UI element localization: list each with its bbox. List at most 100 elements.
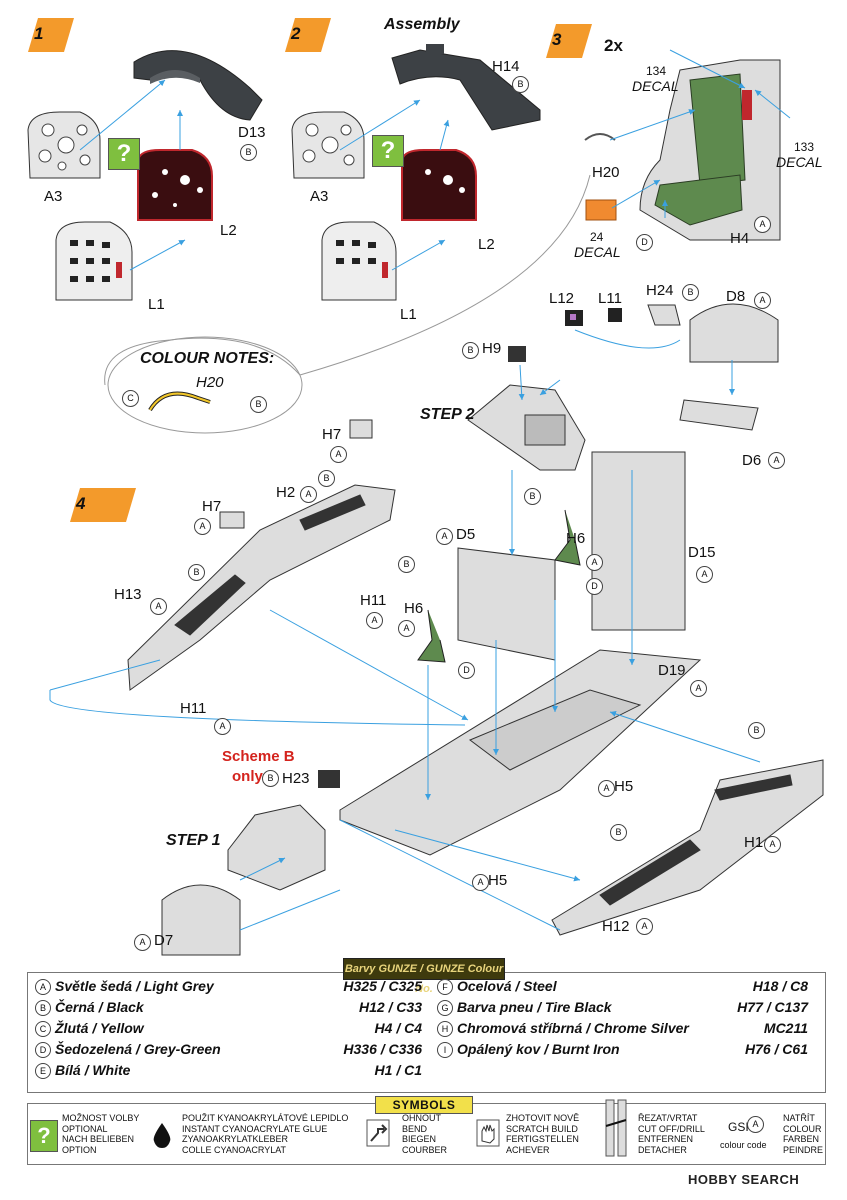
colour-key-badge: A — [768, 452, 785, 469]
label-h20: H20 — [592, 164, 620, 181]
part-l11 — [608, 308, 622, 322]
assembly-diagram — [27, 44, 824, 956]
part-h23 — [318, 770, 340, 788]
part-h24 — [647, 304, 681, 326]
label-d6: D6 — [742, 452, 762, 469]
colour-name: Černá / Black — [55, 999, 144, 1015]
colour-key-badge: B — [318, 470, 335, 487]
colour-key-b: B — [35, 1000, 51, 1017]
colour-key-badge: A — [134, 934, 151, 951]
label-l2: L2 — [478, 236, 495, 253]
decal-24-label: DECAL — [574, 244, 621, 260]
symbol-glue-text: POUŽIT KYANOAKRYLÁTOVÉ LEPIDLO INSTANT C… — [182, 1113, 349, 1155]
gsi-label: GSI — [728, 1120, 749, 1134]
step2-subassembly — [467, 384, 586, 471]
part-a3-panel-step2 — [291, 111, 365, 179]
label-l1: L1 — [400, 306, 417, 323]
step-4-tag: 4 — [70, 488, 136, 522]
assembly-title: Assembly — [384, 16, 460, 33]
colour-name: Chromová stříbrná / Chrome Silver — [457, 1020, 689, 1036]
scheme-b-line2: only — [232, 768, 263, 785]
colour-key-badge: B — [748, 722, 765, 739]
step-1-number: 1 — [34, 24, 44, 43]
part-d13-coaming-step1 — [133, 50, 263, 121]
colour-key-badge: B — [240, 144, 257, 161]
colour-key-a: A — [35, 979, 51, 996]
colour-key-badge: B — [262, 770, 279, 787]
label-h5: H5 — [614, 778, 634, 795]
part-h20-handle — [584, 133, 616, 141]
colour-key-badge: A — [436, 528, 453, 545]
colour-key-f: F — [437, 979, 453, 996]
colour-key-badge: A — [194, 518, 211, 535]
colour-key-badge: B — [512, 76, 529, 93]
part-l2-red-panel-step2 — [401, 149, 477, 221]
colour-key-badge: A — [754, 216, 771, 233]
label-d19: D19 — [658, 662, 686, 679]
colour-notes-part: H20 — [196, 374, 224, 391]
colour-key-c: C — [35, 1021, 51, 1038]
step-2-label: STEP 2 — [420, 406, 475, 423]
h20-yellow-handle — [148, 391, 211, 412]
symbol-paint-text: NATŘÍT COLOUR FARBEN PEINDRE — [783, 1113, 824, 1155]
colour-key-badge: B — [188, 564, 205, 581]
scheme-b-line1: Scheme B — [222, 748, 295, 765]
colour-key-badge: A — [636, 918, 653, 935]
symbol-scratch-text: ZHOTOVIT NOVĚ SCRATCH BUILD FERTIGSTELLE… — [506, 1113, 580, 1155]
colour-key-badge: B — [610, 824, 627, 841]
colour-key-badge: A — [150, 598, 167, 615]
colour-key-badge: A — [754, 292, 771, 309]
decal-134-number: 134 — [646, 64, 667, 78]
part-h13-left-console — [127, 484, 396, 691]
colour-key-badge: D — [458, 662, 475, 679]
label-h2: H2 — [276, 484, 296, 501]
colour-code: H18 / C8 — [752, 978, 808, 994]
colour-name: Světle šedá / Light Grey — [55, 978, 214, 994]
colour-name: Opálený kov / Burnt Iron — [457, 1041, 620, 1057]
symbol-bend-text: OHNOUT BEND BIEGEN COURBER — [402, 1113, 448, 1155]
colour-key-badge: A — [598, 780, 615, 797]
part-d15-armor — [591, 451, 686, 631]
colour-key-badge: C — [122, 390, 139, 407]
optional-question-icon: ? — [30, 1120, 58, 1152]
label-h6: H6 — [404, 600, 424, 617]
part-step1-box — [227, 804, 326, 891]
step-3-tag: 3 — [546, 24, 592, 58]
label-h13: H13 — [114, 586, 142, 603]
colour-name: Ocelová / Steel — [457, 978, 557, 994]
colour-notes-bubble — [107, 336, 303, 434]
colour-key-badge: A — [586, 554, 603, 571]
colour-code: H12 / C33 — [358, 999, 422, 1015]
colour-key-d: D — [35, 1042, 51, 1059]
step-1-label: STEP 1 — [166, 832, 221, 849]
label-h12: H12 — [602, 918, 630, 935]
step-4-number: 4 — [76, 494, 86, 513]
label-a3: A3 — [44, 188, 63, 205]
part-h6-stick-left — [417, 609, 446, 663]
colour-table-title: Barvy GUNZE / GUNZE Colour No. — [343, 958, 505, 995]
part-h7-left — [219, 511, 245, 529]
label-l1: L1 — [148, 296, 165, 313]
label-l12: L12 — [549, 290, 575, 307]
label-l11: L11 — [598, 290, 622, 307]
colour-code: MC211 — [763, 1020, 808, 1036]
label-d7: D7 — [154, 932, 174, 949]
symbol-cut-text: ŘEZAT/VRTAT CUT OFF/DRILL ENTFERNEN DETA… — [638, 1113, 705, 1155]
part-l1-panel-step1 — [55, 221, 133, 301]
scratch-build-hand-icon — [476, 1119, 500, 1147]
label-a3: A3 — [310, 188, 329, 205]
colour-key-e: E — [35, 1063, 51, 1080]
label-h11: H11 — [360, 592, 387, 609]
part-h6-stick-right — [554, 509, 581, 566]
colour-key-badge: D — [636, 234, 653, 251]
colour-code: H325 / C325 — [343, 978, 422, 994]
colour-key-badge: A — [300, 486, 317, 503]
colour-key-g: G — [437, 1000, 453, 1017]
colour-key-badge: D — [586, 578, 603, 595]
colour-key-badge: A — [398, 620, 415, 637]
label-h24: H24 — [646, 282, 674, 299]
label-h14: H14 — [492, 58, 520, 75]
